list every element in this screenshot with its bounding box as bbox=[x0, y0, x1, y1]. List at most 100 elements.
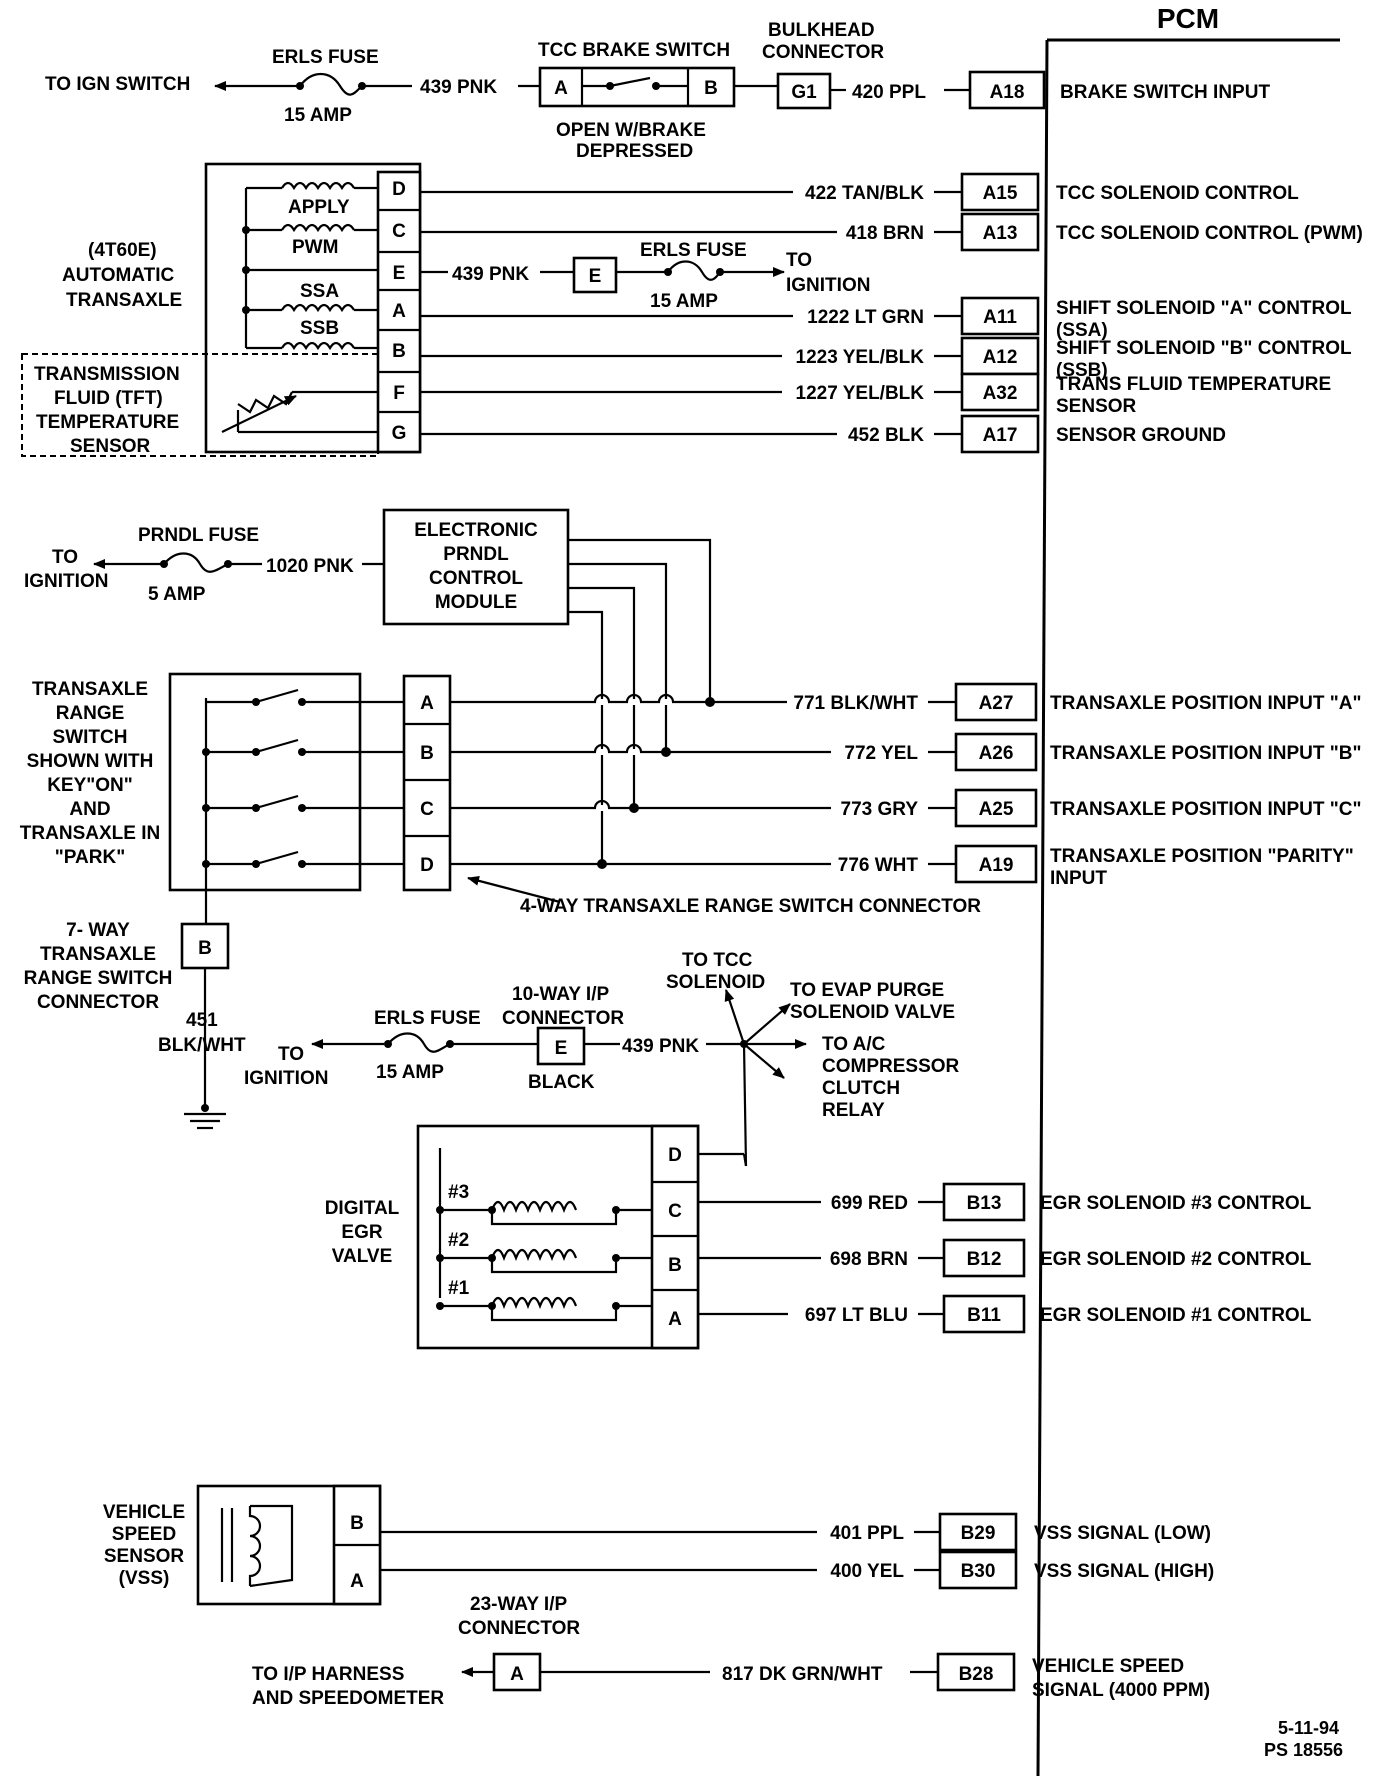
pcm-function: TRANSAXLE POSITION INPUT "A" bbox=[1050, 693, 1361, 714]
wire-label: 817 DK GRN/WHT bbox=[722, 1664, 883, 1685]
pcm-function: EGR SOLENOID #1 CONTROL bbox=[1040, 1305, 1312, 1326]
ground-wire-label: 451 bbox=[186, 1010, 218, 1031]
connector-pin: A bbox=[668, 1309, 682, 1330]
pcm-function: TRANSAXLE POSITION INPUT "B" bbox=[1050, 743, 1361, 764]
connector-pin: D bbox=[392, 179, 406, 200]
pcm-function: VSS SIGNAL (LOW) bbox=[1034, 1523, 1211, 1544]
pcm-function: SIGNAL (4000 PPM) bbox=[1032, 1680, 1210, 1701]
pcm-pin: A15 bbox=[983, 183, 1018, 204]
to-label: IGNITION bbox=[786, 275, 870, 296]
destination-label: SOLENOID bbox=[666, 972, 765, 993]
egr-coil-icon bbox=[490, 1200, 578, 1214]
bulkhead-label: CONNECTOR bbox=[762, 42, 884, 63]
tft-sensor-outline bbox=[21, 353, 379, 457]
speedometer-circuit: 23-WAY I/P CONNECTOR A TO I/P HARNESS AN… bbox=[252, 1594, 1210, 1709]
connector-pin: F bbox=[393, 383, 405, 404]
pcm-bus: PCM bbox=[1036, 3, 1340, 1776]
wire-label: 400 YEL bbox=[830, 1561, 904, 1582]
fuse-icon bbox=[387, 1032, 451, 1053]
pcm-title: PCM bbox=[1157, 3, 1219, 34]
splice-dot bbox=[597, 859, 607, 869]
pcm-function: SENSOR bbox=[1056, 396, 1137, 417]
to-label: IGNITION bbox=[244, 1068, 328, 1089]
connector-pin: A bbox=[510, 1664, 524, 1685]
destination-label: CLUTCH bbox=[822, 1078, 900, 1099]
connector-pin: C bbox=[420, 799, 434, 820]
pcm-pin-box bbox=[954, 682, 1038, 722]
to-ign-switch-label: TO IGN SWITCH bbox=[45, 74, 190, 95]
egr-solenoid-label: #1 bbox=[448, 1278, 470, 1299]
fuse-icon bbox=[299, 72, 363, 96]
connector-pin: B bbox=[420, 743, 434, 764]
fuse-amp-label: 15 AMP bbox=[284, 105, 352, 126]
fuse-amp-label: 15 AMP bbox=[650, 291, 718, 312]
pcm-pin-box bbox=[960, 172, 1040, 212]
to-label: TO bbox=[52, 547, 78, 568]
destination-label: COMPRESSOR bbox=[822, 1056, 960, 1077]
tft-label: TEMPERATURE bbox=[36, 412, 179, 433]
wire-label: 420 PPL bbox=[852, 82, 926, 103]
pcm-function: TRANSAXLE POSITION "PARITY" bbox=[1050, 846, 1354, 867]
connector-pin: E bbox=[393, 263, 406, 284]
pcm-function: (SSA) bbox=[1056, 320, 1108, 341]
connector-pin: B bbox=[668, 1255, 682, 1276]
pcm-function: VEHICLE SPEED bbox=[1032, 1656, 1184, 1677]
tft-label: TRANSMISSION bbox=[34, 364, 180, 385]
range-switch-label: RANGE bbox=[56, 703, 125, 724]
connector-pin: C bbox=[392, 221, 406, 242]
pcm-pin-box bbox=[960, 336, 1040, 376]
pcm-pin-box bbox=[942, 1182, 1026, 1222]
splice-dot bbox=[629, 803, 639, 813]
seven-way-label: CONNECTOR bbox=[37, 992, 159, 1013]
transaxle-connector bbox=[376, 170, 422, 454]
pcm-pin: B30 bbox=[961, 1561, 996, 1582]
coil-icon bbox=[281, 303, 355, 313]
egr-solenoid-label: #2 bbox=[448, 1230, 469, 1251]
pcm-pin-box bbox=[960, 296, 1040, 336]
connector-pin: G bbox=[392, 423, 407, 444]
range-switch-label: TRANSAXLE IN bbox=[20, 823, 160, 844]
range-switch-label: AND bbox=[69, 799, 110, 820]
wire-label: 439 PNK bbox=[420, 77, 497, 98]
pcm-pin: A13 bbox=[983, 223, 1018, 244]
pcm-pin: B13 bbox=[967, 1193, 1002, 1214]
range-switch-label: KEY"ON" bbox=[47, 775, 133, 796]
ip-connector bbox=[536, 1026, 586, 1066]
pcm-function: EGR SOLENOID #3 CONTROL bbox=[1040, 1193, 1312, 1214]
vss-label: (VSS) bbox=[119, 1568, 170, 1589]
ip-connector-label: 10-WAY I/P bbox=[512, 984, 609, 1005]
range-switch-label: SHOWN WITH bbox=[27, 751, 154, 772]
vss-label: VEHICLE bbox=[103, 1502, 185, 1523]
wire-label: 401 PPL bbox=[830, 1523, 904, 1544]
transaxle-label: (4T60E) bbox=[88, 240, 157, 261]
connector-pin: G1 bbox=[791, 82, 817, 103]
bulkhead-label: BULKHEAD bbox=[768, 20, 875, 41]
wire-label: 771 BLK/WHT bbox=[793, 693, 918, 714]
vss-label: SPEED bbox=[112, 1524, 176, 1545]
pcm-pin-box bbox=[936, 1652, 1016, 1692]
pcm-pin: B12 bbox=[967, 1249, 1002, 1270]
pcm-function: (SSB) bbox=[1056, 360, 1108, 381]
erls-fuse-label: ERLS FUSE bbox=[272, 47, 379, 68]
pcm-function: SHIFT SOLENOID "B" CONTROL bbox=[1056, 338, 1352, 359]
fuse-amp-label: 15 AMP bbox=[376, 1062, 444, 1083]
connector-pin: D bbox=[420, 855, 434, 876]
pcm-function: INPUT bbox=[1050, 868, 1107, 889]
pcm-pin: A17 bbox=[983, 425, 1018, 446]
destination-label: TO A/C bbox=[822, 1034, 886, 1055]
wire-label: 773 GRY bbox=[841, 799, 919, 820]
vss-label: SENSOR bbox=[104, 1546, 185, 1567]
pcm-function: TCC SOLENOID CONTROL (PWM) bbox=[1056, 223, 1363, 244]
egr-solenoid-label: #3 bbox=[448, 1182, 469, 1203]
module-label: ELECTRONIC bbox=[414, 520, 538, 541]
pcm-pin: A11 bbox=[983, 307, 1017, 328]
wire-label: 1227 YEL/BLK bbox=[796, 383, 925, 404]
destination-label: SOLENOID VALVE bbox=[790, 1002, 955, 1023]
pcm-pin: B28 bbox=[959, 1664, 994, 1685]
egr-label: DIGITAL bbox=[325, 1198, 400, 1219]
wire-label: 772 YEL bbox=[844, 743, 918, 764]
connector-pin: B bbox=[198, 938, 212, 959]
brake-switch-circuit: TO IGN SWITCH ERLS FUSE 15 AMP 439 PNK T… bbox=[45, 20, 1270, 162]
